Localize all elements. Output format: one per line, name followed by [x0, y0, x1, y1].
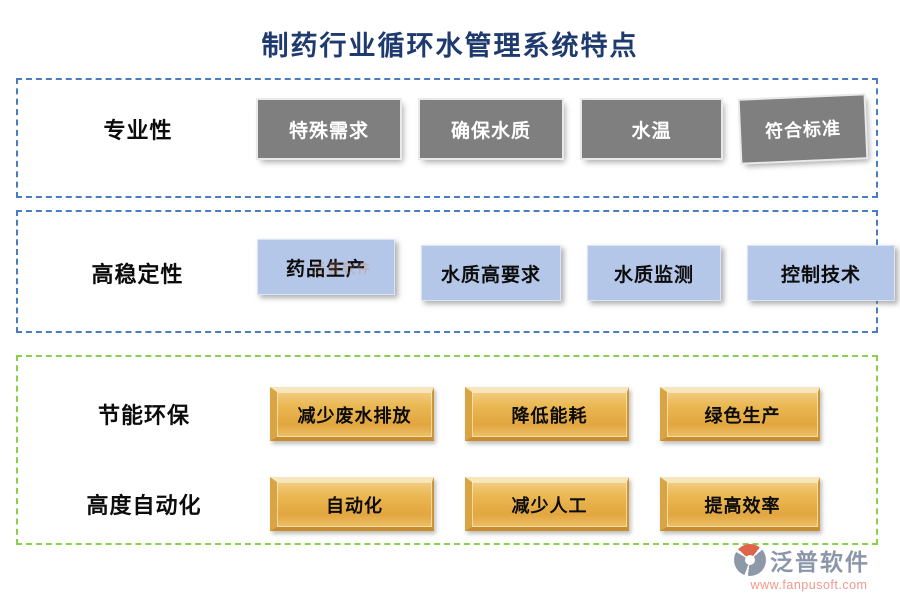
- feature-button-green-production[interactable]: 绿色生产: [660, 387, 820, 441]
- section-professionalism: 专业性 特殊需求 确保水质 水温 符合标准: [16, 78, 878, 198]
- feature-button-special-needs[interactable]: 特殊需求: [258, 100, 400, 158]
- feature-button-lower-energy-consumption[interactable]: 降低能耗: [465, 387, 629, 441]
- brand-name: 泛普软件: [770, 549, 870, 575]
- row-label-energy-saving: 节能环保: [97, 403, 190, 428]
- feature-button-reduce-labor[interactable]: 减少人工: [465, 477, 629, 531]
- section-high-stability: 高稳定性 药品生产 水质高要求 水质监测 控制技术: [16, 210, 895, 333]
- button-group-professionalism: 特殊需求 确保水质 水温 符合标准: [258, 95, 867, 163]
- feature-button-control-technology[interactable]: 控制技术: [747, 245, 895, 301]
- feature-button-high-water-quality-requirement[interactable]: 水质高要求: [421, 245, 561, 301]
- feature-button-improve-efficiency[interactable]: 提高效率: [660, 477, 820, 531]
- feature-button-meet-standards[interactable]: 符合标准: [739, 95, 867, 163]
- feature-button-water-quality-monitoring[interactable]: 水质监测: [587, 245, 721, 301]
- feature-row-professionalism: 专业性 特殊需求 确保水质 水温 符合标准: [18, 95, 876, 163]
- button-group-automation: 自动化 减少人工 提高效率: [270, 477, 820, 531]
- brand-footer: 泛普软件 www.fanpusoft.com: [734, 543, 884, 592]
- row-label-high-stability: 高稳定性: [91, 262, 184, 287]
- feature-button-drug-production[interactable]: 药品生产: [257, 239, 395, 295]
- fanpu-logo-icon: [734, 544, 766, 576]
- section-green-automation: 节能环保 减少废水排放 降低能耗 绿色生产 高度自动化 自动化 减少人工 提高效…: [16, 355, 878, 545]
- button-group-high-stability: 药品生产 水质高要求 水质监测 控制技术: [257, 239, 895, 301]
- feature-button-water-temperature[interactable]: 水温: [582, 100, 721, 158]
- feature-row-energy-saving: 节能环保 减少废水排放 降低能耗 绿色生产: [18, 383, 876, 445]
- page-title: 制药行业循环水管理系统特点: [261, 31, 639, 61]
- feature-button-ensure-water-quality[interactable]: 确保水质: [420, 100, 562, 158]
- feature-button-automation[interactable]: 自动化: [270, 477, 434, 531]
- feature-row-automation: 高度自动化 自动化 减少人工 提高效率: [18, 473, 876, 535]
- feature-button-reduce-wastewater[interactable]: 减少废水排放: [270, 387, 434, 441]
- row-label-professionalism: 专业性: [103, 118, 173, 143]
- row-label-automation: 高度自动化: [86, 493, 202, 518]
- button-group-energy-saving: 减少废水排放 降低能耗 绿色生产: [270, 387, 820, 441]
- brand-url-link[interactable]: www.fanpusoft.com: [750, 578, 868, 592]
- feature-row-high-stability: 高稳定性 药品生产 水质高要求 水质监测 控制技术: [18, 239, 895, 304]
- brand-row: 泛普软件: [734, 543, 884, 577]
